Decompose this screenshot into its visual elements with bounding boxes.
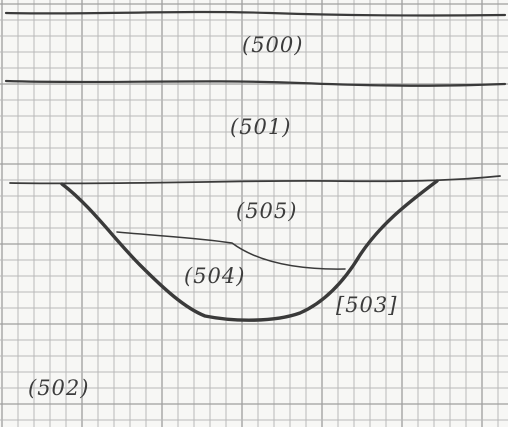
label-504: (504)	[184, 264, 245, 288]
label-502: (502)	[28, 376, 89, 400]
fill-layer-boundary	[116, 231, 346, 270]
label-500: (500)	[242, 33, 303, 57]
boundary-line-top	[4, 10, 507, 17]
ground-surface-line	[9, 175, 501, 185]
label-505: (505)	[236, 199, 297, 223]
pit-cut-outline	[60, 179, 439, 322]
boundary-line-middle	[4, 79, 507, 87]
label-501: (501)	[230, 115, 291, 139]
label-503: [503]	[336, 293, 397, 317]
